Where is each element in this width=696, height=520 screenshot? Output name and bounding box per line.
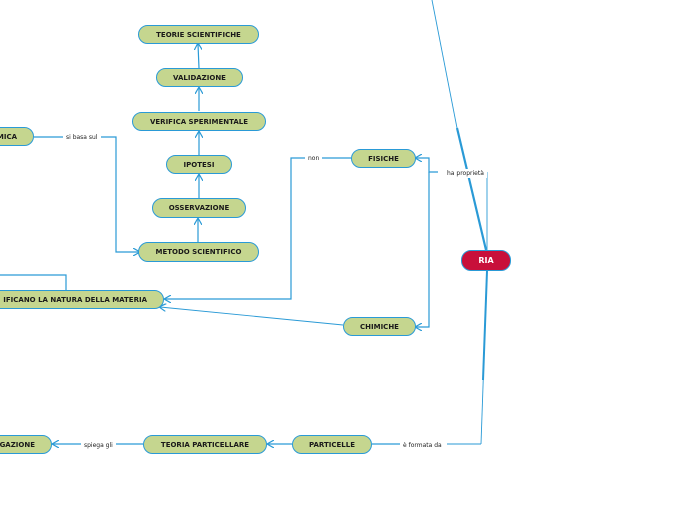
node-center-ria[interactable]: RIA [461,250,511,271]
label-formata-da: è formata da [400,441,445,450]
edge-prop-fisiche [416,158,438,173]
label-ha-proprieta: ha proprietà [444,169,487,178]
node-gazione[interactable]: GAZIONE [0,435,52,454]
edge-prop-chimiche [416,172,430,327]
node-teoria-particellare[interactable]: TEORIA PARTICELLARE [143,435,267,454]
node-particelle[interactable]: PARTICELLE [292,435,372,454]
node-natura-materia[interactable]: IFICANO LA NATURA DELLA MATERIA [0,290,164,309]
edge-chimiche-natura [160,307,344,326]
node-osservazione[interactable]: OSSERVAZIONE [152,198,246,218]
node-fisiche[interactable]: FISICHE [351,149,416,168]
node-teorie-scientifiche[interactable]: TEORIE SCIENTIFICHE [138,25,259,44]
edge-center-formata-thick [482,270,488,381]
edge-left-to-natura [0,274,67,290]
label-spiega-gli: spiega gli [81,441,116,450]
edge-top-center-thick [455,127,488,251]
node-mica[interactable]: MICA [0,127,34,146]
node-metodo-scientifico[interactable]: METODO SCIENTIFICO [138,242,259,262]
node-chimiche[interactable]: CHIMICHE [343,317,416,336]
edge-top-center [431,0,458,129]
node-validazione[interactable]: VALIDAZIONE [156,68,243,87]
edge-validazione-teorie [198,44,199,69]
edge-mica-metodo [34,136,139,252]
node-verifica-sperimentale[interactable]: VERIFICA SPERIMENTALE [132,112,266,131]
edge-fisiche-natura [165,157,351,299]
label-si-basa-sul: si basa sul [63,133,101,142]
label-non: non [305,154,323,163]
node-ipotesi[interactable]: IPOTESI [166,155,232,174]
